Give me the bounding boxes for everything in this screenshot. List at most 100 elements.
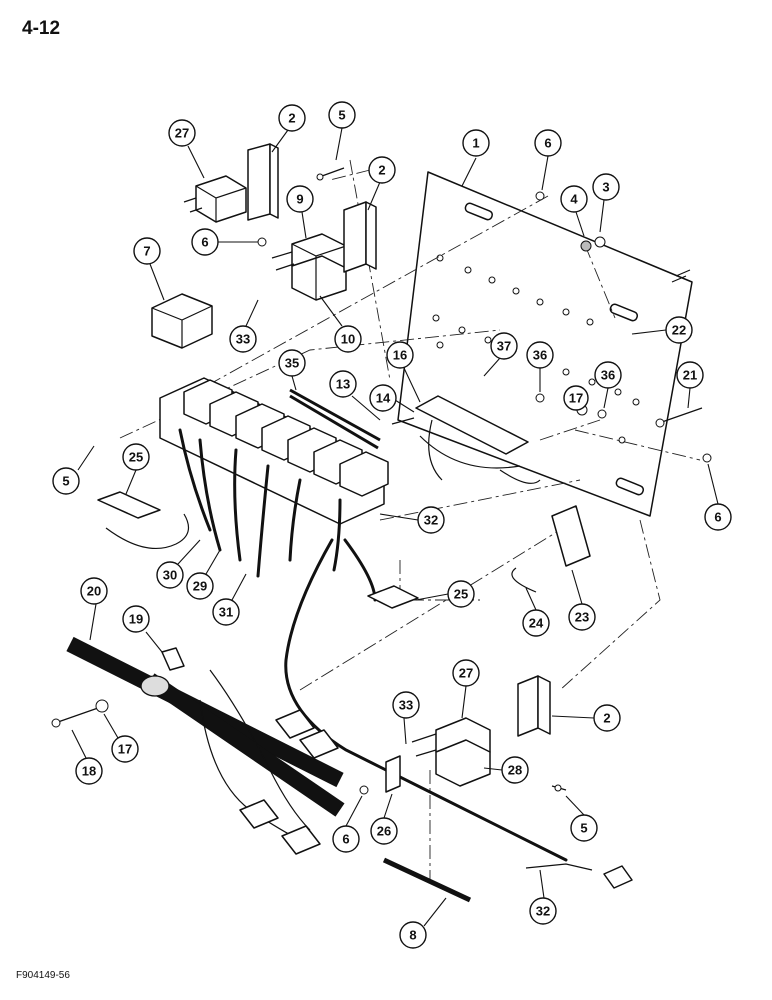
svg-text:19: 19 — [129, 612, 143, 627]
callout-20: 20 — [80, 577, 108, 641]
svg-text:5: 5 — [580, 821, 587, 836]
svg-text:36: 36 — [533, 348, 547, 363]
svg-text:35: 35 — [285, 356, 299, 371]
svg-text:31: 31 — [219, 605, 233, 620]
callout-25a: 25 — [122, 443, 150, 495]
svg-text:5: 5 — [338, 108, 345, 123]
svg-text:36: 36 — [601, 368, 615, 383]
callout-24: 24 — [522, 587, 550, 637]
callout-9: 9 — [286, 185, 314, 239]
callout-32b: 32 — [529, 869, 557, 925]
svg-text:32: 32 — [424, 513, 438, 528]
svg-text:5: 5 — [62, 474, 69, 489]
svg-text:26: 26 — [377, 824, 391, 839]
callout-33a: 33 — [229, 299, 259, 353]
svg-text:28: 28 — [508, 763, 522, 778]
svg-text:33: 33 — [236, 332, 250, 347]
svg-text:10: 10 — [341, 332, 355, 347]
svg-text:32: 32 — [536, 904, 550, 919]
terminal-strip — [391, 395, 541, 484]
conduit-tubes — [66, 388, 472, 903]
svg-text:20: 20 — [87, 584, 101, 599]
callout-2a: 2 — [271, 104, 306, 153]
callout-6d: 6 — [332, 795, 363, 853]
callout-13: 13 — [329, 370, 381, 421]
svg-text:33: 33 — [399, 698, 413, 713]
callout-2b: 2 — [367, 156, 396, 211]
svg-text:6: 6 — [342, 832, 349, 847]
figure-code: F904149-56 — [16, 970, 70, 981]
svg-text:6: 6 — [714, 510, 721, 525]
circuit-breaker-lower — [385, 717, 491, 793]
relay — [151, 293, 213, 349]
svg-text:14: 14 — [376, 391, 391, 406]
fasteners — [51, 167, 712, 795]
callout-5b: 5 — [52, 445, 95, 495]
callout-6b: 6 — [191, 228, 258, 256]
callout-6c: 6 — [704, 463, 732, 531]
circuit-breaker-upper — [183, 175, 247, 223]
callout-33b: 33 — [392, 691, 420, 745]
callout-5c: 5 — [565, 795, 598, 842]
callout-29: 29 — [186, 549, 221, 600]
svg-text:16: 16 — [393, 348, 407, 363]
svg-text:22: 22 — [672, 323, 686, 338]
callout-35: 35 — [278, 349, 306, 391]
callout-16: 16 — [386, 341, 421, 403]
callout-17a: 17 — [563, 385, 589, 411]
svg-text:23: 23 — [575, 610, 589, 625]
svg-text:2: 2 — [288, 111, 295, 126]
callout-5a: 5 — [328, 101, 356, 161]
callout-36b: 36 — [594, 361, 622, 409]
callout-4: 4 — [560, 185, 588, 237]
callout-30: 30 — [156, 539, 201, 589]
svg-text:6: 6 — [544, 136, 551, 151]
callout-18: 18 — [71, 729, 103, 785]
svg-text:27: 27 — [459, 666, 473, 681]
callout-6a: 6 — [534, 129, 562, 191]
svg-text:37: 37 — [497, 339, 511, 354]
svg-text:29: 29 — [193, 579, 207, 594]
callout-23: 23 — [568, 569, 596, 631]
svg-text:4: 4 — [570, 192, 578, 207]
callout-27b: 27 — [452, 659, 480, 719]
svg-text:8: 8 — [409, 928, 416, 943]
callout-21: 21 — [676, 361, 704, 409]
lower-harness — [199, 669, 339, 855]
svg-text:18: 18 — [82, 764, 96, 779]
svg-text:17: 17 — [569, 391, 583, 406]
svg-text:24: 24 — [529, 616, 544, 631]
callout-3: 3 — [592, 173, 620, 233]
svg-text:7: 7 — [143, 244, 150, 259]
callout-22: 22 — [631, 316, 693, 344]
svg-text:21: 21 — [683, 368, 697, 383]
callout-37: 37 — [483, 332, 518, 377]
callout-31: 31 — [212, 573, 247, 626]
svg-text:17: 17 — [118, 742, 132, 757]
svg-text:2: 2 — [603, 711, 610, 726]
page-number: 4-12 — [22, 18, 61, 39]
callout-2c: 2 — [551, 704, 621, 732]
callout-10: 10 — [319, 295, 362, 353]
svg-text:25: 25 — [129, 450, 143, 465]
callout-19: 19 — [122, 605, 163, 653]
svg-text:2: 2 — [378, 163, 385, 178]
svg-text:27: 27 — [175, 126, 189, 141]
callout-7: 7 — [133, 237, 165, 301]
mounting-brackets — [247, 143, 551, 737]
callout-27a: 27 — [168, 119, 205, 179]
svg-text:30: 30 — [163, 568, 177, 583]
callout-1: 1 — [461, 129, 490, 187]
svg-text:1: 1 — [472, 136, 479, 151]
callout-28: 28 — [483, 756, 529, 784]
callout-8: 8 — [399, 897, 447, 949]
callout-25b: 25 — [415, 580, 475, 608]
svg-text:25: 25 — [454, 587, 468, 602]
svg-text:9: 9 — [296, 192, 303, 207]
svg-text:13: 13 — [336, 377, 350, 392]
callout-17b: 17 — [103, 713, 139, 763]
relay-circuit-breaker-9-10 — [271, 233, 347, 301]
callout-36a: 36 — [526, 341, 554, 392]
callout-32a: 32 — [379, 506, 445, 534]
